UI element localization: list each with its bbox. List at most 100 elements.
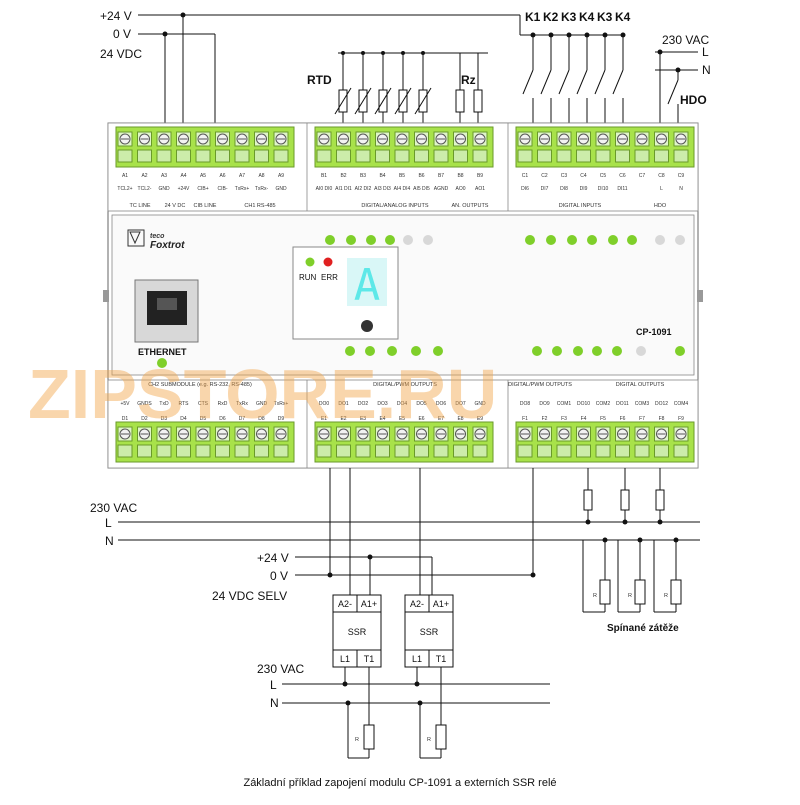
terminal-signal: CTS (198, 401, 209, 407)
terminal-signal: DO3 (377, 401, 388, 407)
terminal-opening (176, 149, 191, 163)
terminal-id: C7 (639, 173, 646, 179)
terminal-group-label: DIGITAL INPUTS (559, 203, 602, 209)
rtd-arrow (394, 87, 412, 115)
terminal-signal: TxRx+ (274, 401, 289, 407)
terminal-group-label: CH1 RS-485 (244, 203, 275, 209)
terminal-id: A5 (200, 173, 206, 179)
terminal-group-label: DIGITAL/PWM OUTPUTS (508, 382, 572, 388)
terminal-signal: COM4 (674, 401, 689, 407)
junction-dot (622, 519, 628, 525)
terminal-signal: TxRx- (255, 186, 269, 192)
load-r-label: R (664, 593, 668, 599)
input-led (366, 235, 376, 245)
io-leds (325, 235, 685, 356)
ethernet-label: ETHERNET (138, 347, 187, 357)
terminal-signal: AI2 DI2 (355, 186, 372, 192)
supply-24v-label: +24 V (100, 9, 132, 23)
input-led (627, 235, 637, 245)
load-r-label: R (628, 593, 632, 599)
terminal-opening (634, 444, 650, 458)
relay-contact (540, 69, 552, 95)
vac-top-label: 230 VAC (662, 33, 709, 47)
terminal-id: F3 (561, 416, 567, 422)
terminal-signal: TCL2+ (117, 186, 132, 192)
terminal-id: E3 (360, 416, 366, 422)
run-led (305, 257, 315, 267)
junction-dot (585, 519, 591, 525)
input-led (655, 235, 665, 245)
terminal-opening (472, 444, 488, 458)
load-resistor (670, 579, 682, 605)
mode-button[interactable] (361, 320, 373, 332)
brand-name: Foxtrot (150, 240, 185, 251)
fuse (655, 489, 665, 511)
terminal-id: E4 (379, 416, 385, 422)
load-resistor (599, 579, 611, 605)
terminal-id: D1 (122, 416, 129, 422)
terminal-signal: DO5 (416, 401, 427, 407)
terminal-signal: AI5 DI5 (413, 186, 430, 192)
terminal-id: F9 (678, 416, 684, 422)
terminal-id: C4 (580, 173, 587, 179)
ssr-a2: A2- (338, 599, 352, 609)
terminal-id: F1 (522, 416, 528, 422)
terminal-opening (595, 444, 611, 458)
ssr-selv-label: 24 VDC SELV (212, 589, 287, 603)
terminal-id: A3 (161, 173, 167, 179)
terminal-signal: AO1 (475, 186, 485, 192)
junction-dot (673, 537, 679, 543)
terminal-signal: GND (256, 401, 268, 407)
terminal-group-label: 24 V DC (165, 203, 186, 209)
terminal-id: E1 (321, 416, 327, 422)
terminal-signal: AI0 DI0 (316, 186, 333, 192)
relay-contact (558, 69, 570, 95)
output-led (636, 346, 646, 356)
load-vac-label: 230 VAC (90, 501, 137, 515)
junction-dot (637, 537, 643, 543)
terminal-group-label: CH2 SUBMODULE (e.g. RS-232, RS-485) (148, 382, 252, 388)
rtd-arrow (354, 87, 372, 115)
vac-top-n: N (702, 63, 711, 77)
terminal-opening (195, 444, 211, 458)
rz-resistor (473, 89, 483, 113)
terminal-id: F2 (542, 416, 548, 422)
terminal-signal: GND (474, 401, 486, 407)
output-led (345, 346, 355, 356)
input-led (608, 235, 618, 245)
terminal-id: D8 (258, 416, 265, 422)
terminal-signal: DI11 (617, 186, 627, 192)
terminal-signal: DO10 (577, 401, 590, 407)
terminal-group-label: DIGITAL/PWM OUTPUTS (373, 382, 437, 388)
terminal-signal: DI10 (598, 186, 609, 192)
terminal-signal: TCL2- (138, 186, 152, 192)
terminal-signal: RxD (218, 401, 228, 407)
terminal-opening (117, 444, 133, 458)
terminal-id: E5 (399, 416, 405, 422)
supply-vdc-label: 24 VDC (100, 47, 142, 61)
terminal-opening (537, 149, 552, 163)
terminal-signal: AGND (434, 186, 449, 192)
input-led (385, 235, 395, 245)
terminal-signal: AI3 DI3 (374, 186, 391, 192)
terminal-signal: DO4 (397, 401, 408, 407)
terminal-id: D2 (141, 416, 148, 422)
relay-contact (522, 69, 534, 95)
model-label: CP-1091 (636, 327, 672, 337)
watermark: ZIPSTORE.RU (28, 355, 497, 433)
terminal-signal: CIB- (218, 186, 228, 192)
ssr-24v-label: +24 V (257, 551, 289, 565)
output-led (592, 346, 602, 356)
terminal-id: D4 (180, 416, 187, 422)
terminal-opening (615, 149, 630, 163)
terminal-opening (673, 444, 689, 458)
terminal-opening (654, 149, 669, 163)
terminal-signal: DO1 (338, 401, 349, 407)
ssr-t1: T1 (364, 654, 375, 664)
terminal-id: C9 (678, 173, 685, 179)
rtd-arrow (334, 87, 352, 115)
fuse (583, 489, 593, 511)
terminal-opening (375, 444, 390, 458)
terminal-id: E6 (418, 416, 424, 422)
